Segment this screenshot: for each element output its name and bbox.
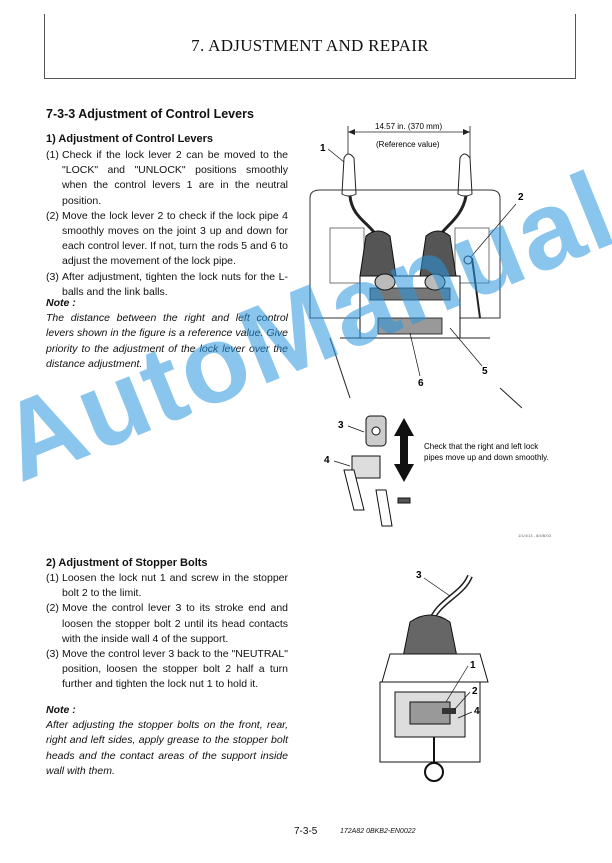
part2-steps: (1)Loosen the lock nut 1 and screw in th…	[46, 571, 288, 693]
part2-title: 2) Adjustment of Stopper Bolts	[46, 557, 208, 569]
header-box: 7. ADJUSTMENT AND REPAIR	[44, 14, 576, 79]
control-levers-figure: 14.57 in. (370 mm) (Reference value) 1 2…	[309, 122, 552, 538]
fig2-callout-4: 4	[474, 706, 480, 717]
part1-title: 1) Adjustment of Control Levers	[46, 133, 214, 145]
note-label: Note :	[46, 297, 76, 309]
callout-6: 6	[418, 378, 424, 389]
fig2-callout-3: 3	[416, 570, 422, 581]
figure1-caption-line1: Check that the right and left lock	[424, 442, 539, 451]
part1-step-3: (3)After adjustment, tighten the lock nu…	[46, 270, 288, 298]
part1-step-2: (2)Move the lock lever 2 to check if the…	[46, 209, 288, 268]
document-code: 172A82 0BKB2-EN0022	[340, 828, 416, 835]
fig2-callout-2: 2	[472, 686, 478, 697]
fig2-callout-1: 1	[470, 660, 476, 671]
section-title: 7-3-3 Adjustment of Control Levers	[46, 107, 254, 121]
callout-5: 5	[482, 366, 488, 377]
figure1-code: 1/1/4/13 - 8/4/B/03	[518, 533, 552, 538]
note-text: The distance between the right and left …	[46, 312, 288, 370]
part1-steps: (1)Check if the lock lever 2 can be move…	[46, 148, 288, 300]
reference-label: (Reference value)	[376, 140, 440, 149]
dimension-label: 14.57 in. (370 mm)	[375, 122, 442, 131]
note-text: After adjusting the stopper bolts on the…	[46, 719, 288, 777]
part1-note: Note : The distance between the right an…	[46, 296, 288, 372]
callout-1: 1	[320, 143, 326, 154]
part2-note: Note : After adjusting the stopper bolts…	[46, 703, 288, 779]
part2-step-3: (3)Move the control lever 3 back to the …	[46, 648, 288, 691]
callout-4: 4	[324, 455, 330, 466]
part2-step-2: (2)Move the control lever 3 to its strok…	[46, 602, 288, 645]
callout-2: 2	[518, 192, 524, 203]
part2-step-1: (1)Loosen the lock nut 1 and screw in th…	[46, 572, 288, 600]
page-title: 7. ADJUSTMENT AND REPAIR	[191, 36, 429, 55]
stopper-bolts-figure: 3 1 2 4	[379, 570, 489, 782]
callout-3: 3	[338, 420, 344, 431]
part1-step-1: (1)Check if the lock lever 2 can be move…	[46, 149, 288, 207]
figure1-caption-line2: pipes move up and down smoothly.	[424, 453, 549, 462]
note-label: Note :	[46, 704, 76, 716]
page-number: 7-3-5	[294, 826, 318, 837]
